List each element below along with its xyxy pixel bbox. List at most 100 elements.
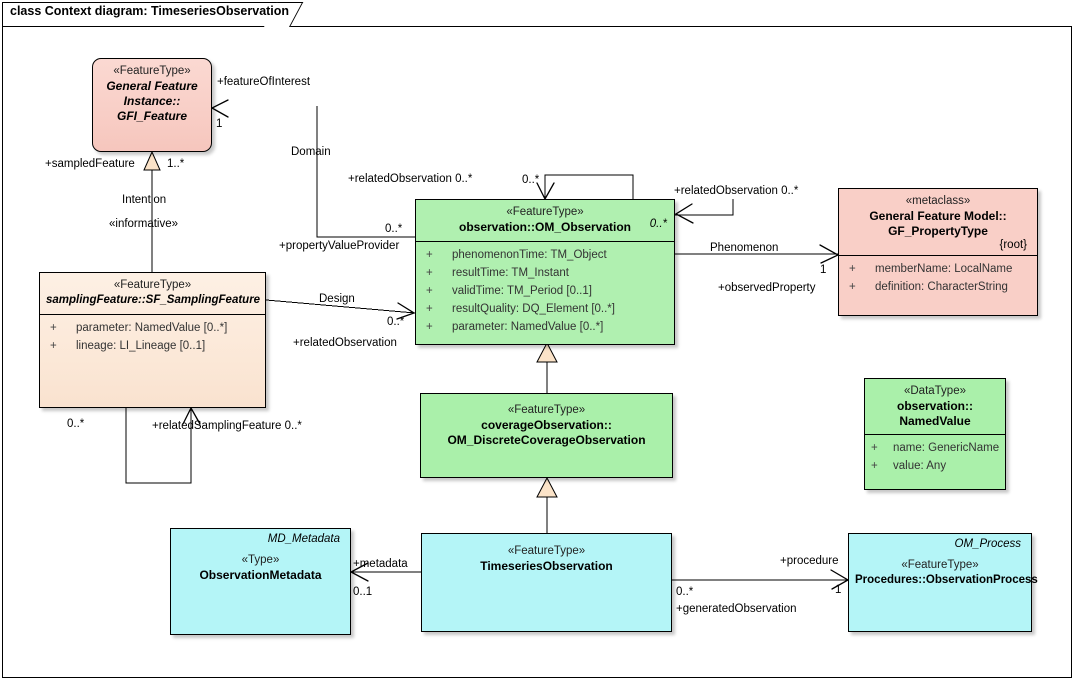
class-gf-propertytype-divider <box>839 255 1037 256</box>
visibility-marker: + <box>426 285 433 297</box>
attribute-text: phenomenonTime: TM_Object <box>452 249 607 261</box>
class-gfi-feature-name-line2: Instance:: <box>123 94 181 108</box>
label-domain-name: Domain <box>291 146 331 158</box>
visibility-marker: + <box>426 249 433 261</box>
class-om-observation[interactable]: 0..* «FeatureType» observation::OM_Obser… <box>415 199 675 345</box>
label-relatedsamplingfeature-multiplicity: 0..* <box>67 418 85 430</box>
class-om-observation-name: observation::OM_Observation <box>458 220 632 234</box>
class-om-discretecoverageobservation-name-line2: OM_DiscreteCoverageObservation <box>447 433 646 447</box>
attribute-text: resultQuality: DQ_Element [0..*] <box>452 303 615 315</box>
label-generatedobservation-multiplicity: 0..* <box>676 586 694 598</box>
attribute-row: + parameter: NamedValue [0..*] <box>42 319 263 337</box>
class-observationmetadata-name: ObservationMetadata <box>199 568 322 582</box>
class-namedvalue-stereotype: «DataType» <box>903 385 966 397</box>
visibility-marker: + <box>871 442 878 454</box>
attribute-text: name: GenericName <box>893 442 1000 454</box>
class-gfi-feature-header: «FeatureType» General Feature Instance::… <box>93 59 211 129</box>
label-design-role: +relatedObservation <box>293 337 397 349</box>
attribute-row: + memberName: LocalName <box>841 260 1035 278</box>
attribute-row: + lineage: LI_Lineage [0..1] <box>42 337 263 355</box>
label-propertyvalueprovider-role: +propertyValueProvider <box>279 240 400 252</box>
label-observedproperty-role: +observedProperty <box>718 282 816 294</box>
class-gf-propertytype[interactable]: «metaclass» General Feature Model:: GF_P… <box>838 188 1038 316</box>
class-sf-samplingfeature-divider <box>40 314 265 315</box>
attribute-row: + validTime: TM_Period [0..1] <box>418 282 672 300</box>
class-om-discretecoverageobservation[interactable]: «FeatureType» coverageObservation:: OM_D… <box>420 393 673 478</box>
attribute-row: + resultQuality: DQ_Element [0..*] <box>418 300 672 318</box>
class-om-discretecoverageobservation-name-line1: coverageObservation:: <box>481 418 612 432</box>
class-observationprocess-name: Procedures::ObservationProcess <box>855 574 1038 586</box>
class-om-observation-corner-multiplicity: 0..* <box>649 218 667 230</box>
class-timeseriesobservation-stereotype: «FeatureType» <box>507 545 586 557</box>
class-observationmetadata-header: MD_Metadata «Type» ObservationMetadata <box>171 529 350 588</box>
class-gf-propertytype-constraint: {root} <box>999 239 1028 251</box>
class-sf-samplingfeature-name: samplingFeature::SF_SamplingFeature <box>46 294 261 306</box>
diagram-frame-tab <box>2 2 280 26</box>
class-om-observation-attributes: + phenomenonTime: TM_Object + resultTime: … <box>416 242 674 340</box>
class-gfi-feature-name-line3: GFI_Feature <box>116 109 188 123</box>
class-namedvalue-divider <box>865 434 1005 435</box>
class-gf-propertytype-name-line1: General Feature Model:: <box>869 209 1007 223</box>
class-observationprocess[interactable]: OM_Process «FeatureType» Procedures::Obs… <box>848 533 1038 632</box>
attribute-row: + resultTime: TM_Instant <box>418 264 672 282</box>
attribute-text: validTime: TM_Period [0..1] <box>452 285 592 297</box>
class-timeseriesobservation[interactable]: «FeatureType» TimeseriesObservation <box>421 533 672 632</box>
attribute-row: + definition: CharacterString <box>841 278 1035 296</box>
class-observationprocess-topright: OM_Process <box>954 538 1021 550</box>
attribute-row: + phenomenonTime: TM_Object <box>418 246 672 264</box>
visibility-marker: + <box>849 281 856 293</box>
label-phenomenon-name: Phenomenon <box>710 242 779 254</box>
label-relatedsamplingfeature-role: +relatedSamplingFeature 0..* <box>152 420 302 432</box>
label-relatedobservation-left: +relatedObservation 0..* <box>348 173 473 185</box>
label-relatedobservation-right-role: +relatedObservation 0..* <box>674 185 799 197</box>
attribute-text: parameter: NamedValue [0..*] <box>452 321 604 333</box>
attribute-text: definition: CharacterString <box>875 281 1008 293</box>
class-observationprocess-stereotype: «FeatureType» <box>901 559 979 571</box>
class-timeseriesobservation-header: «FeatureType» TimeseriesObservation <box>422 534 671 579</box>
visibility-marker: + <box>426 303 433 315</box>
class-om-discretecoverageobservation-stereotype: «FeatureType» <box>507 404 586 416</box>
label-design-name: Design <box>319 293 355 305</box>
label-sampledfeature-role: +sampledFeature <box>45 158 135 170</box>
visibility-marker: + <box>426 267 433 279</box>
attribute-text: value: Any <box>893 460 947 472</box>
label-propertyvalueprovider-multiplicity: 0..* <box>385 223 403 235</box>
attribute-text: resultTime: TM_Instant <box>452 267 569 279</box>
label-phenomenon-multiplicity: 1 <box>820 264 827 276</box>
class-gfi-feature-stereotype: «FeatureType» <box>113 65 191 77</box>
class-observationmetadata[interactable]: MD_Metadata «Type» ObservationMetadata <box>170 528 351 635</box>
visibility-marker: + <box>426 321 433 333</box>
visibility-marker: + <box>50 322 57 334</box>
label-procedure-role: +procedure <box>780 555 839 567</box>
label-selfassoc-multiplicity: 0..* <box>522 174 540 186</box>
class-namedvalue-name-line2: NamedValue <box>899 414 971 428</box>
diagram-title: class Context diagram: TimeseriesObserva… <box>10 4 290 18</box>
label-metadata-multiplicity: 0..1 <box>353 586 373 598</box>
label-generatedobservation-role: +generatedObservation <box>676 603 797 615</box>
class-observationprocess-header: OM_Process «FeatureType» Procedures::Obs… <box>849 534 1038 593</box>
label-design-multiplicity: 0..* <box>387 316 405 328</box>
class-timeseriesobservation-name: TimeseriesObservation <box>480 559 613 573</box>
label-intention-stereotype: «informative» <box>109 218 179 230</box>
attribute-text: memberName: LocalName <box>875 263 1013 275</box>
class-sf-samplingfeature-attributes: + parameter: NamedValue [0..*] + lineage: … <box>40 315 265 359</box>
label-procedure-multiplicity: 1 <box>835 584 842 596</box>
visibility-marker: + <box>849 263 856 275</box>
class-namedvalue-header: «DataType» observation:: NamedValue <box>865 379 1005 434</box>
class-gfi-feature[interactable]: «FeatureType» General Feature Instance::… <box>92 58 212 152</box>
label-featureofinterest-role: +featureOfInterest <box>217 76 311 88</box>
class-gf-propertytype-attributes: + memberName: LocalName + definition: Char… <box>839 256 1037 300</box>
class-om-observation-header: 0..* «FeatureType» observation::OM_Obser… <box>416 200 674 241</box>
class-om-observation-stereotype: «FeatureType» <box>506 206 584 218</box>
class-om-discretecoverageobservation-header: «FeatureType» coverageObservation:: OM_D… <box>421 394 672 453</box>
label-metadata-role: +metadata <box>353 558 408 570</box>
class-sf-samplingfeature-stereotype: «FeatureType» <box>113 279 192 291</box>
attribute-text: parameter: NamedValue [0..*] <box>76 322 228 334</box>
label-intention-name: Intention <box>122 194 167 206</box>
class-sf-samplingfeature[interactable]: «FeatureType» samplingFeature::SF_Sampli… <box>39 272 266 408</box>
visibility-marker: + <box>50 340 57 352</box>
class-namedvalue[interactable]: «DataType» observation:: NamedValue + nam… <box>864 378 1006 490</box>
visibility-marker: + <box>871 460 878 472</box>
class-om-observation-divider <box>416 241 674 242</box>
attribute-text: lineage: LI_Lineage [0..1] <box>76 340 206 352</box>
